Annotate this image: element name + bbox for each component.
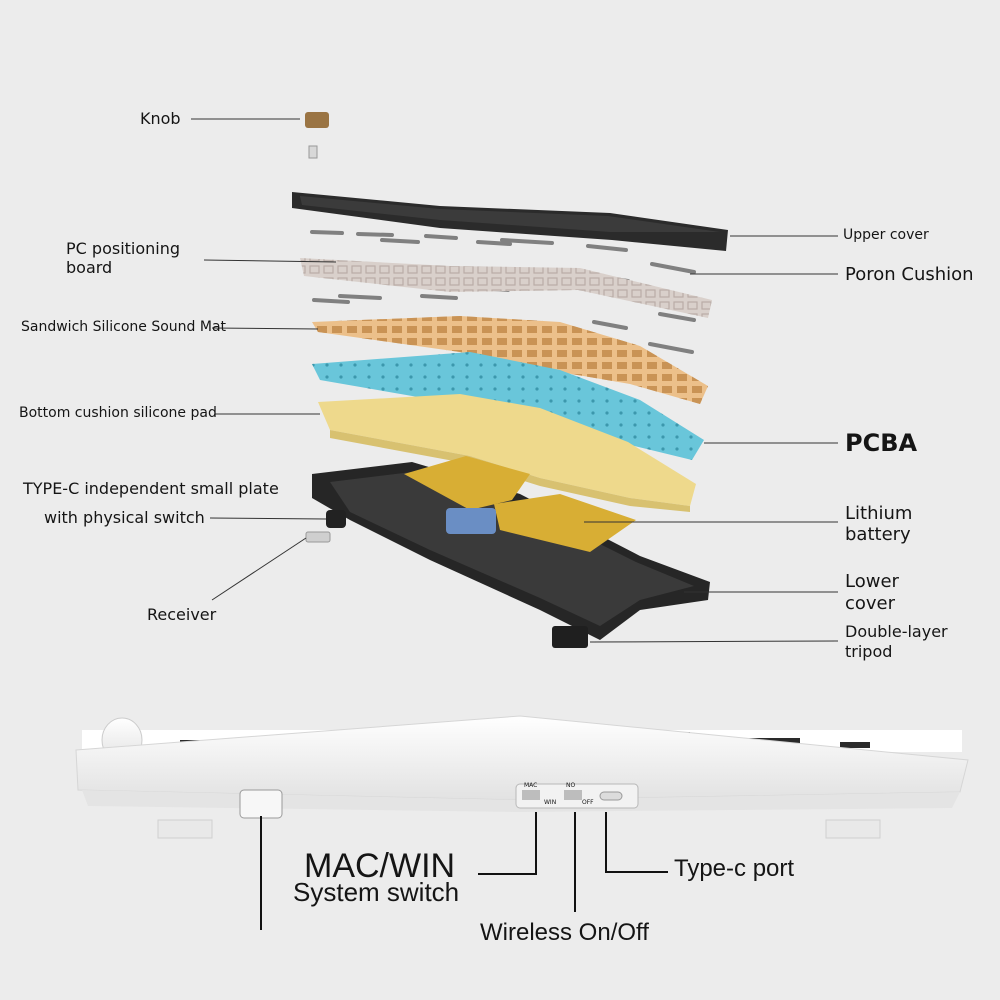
label-system-switch: System switch xyxy=(293,877,460,907)
typec-small-plate xyxy=(446,508,496,534)
receiver-part xyxy=(305,531,331,543)
leader-lines-right xyxy=(584,235,839,643)
label-tripod-2: tripod xyxy=(845,642,893,661)
label-tripod-1: Double-layer xyxy=(845,622,948,641)
side-switch-panel xyxy=(515,783,639,809)
receiver-slot xyxy=(239,789,283,819)
label-macwin: MAC/WIN xyxy=(304,847,456,885)
label-typec-plate-2: with physical switch xyxy=(44,508,205,527)
lower-cover-part xyxy=(312,462,710,648)
switch1-bottom-label: WIN xyxy=(544,799,557,806)
leader-lines-left xyxy=(191,118,337,601)
label-bottom-pad: Bottom cushion silicone pad xyxy=(19,405,217,421)
label-lower-cover-2: cover xyxy=(845,593,896,614)
label-receiver: Receiver xyxy=(147,605,217,624)
battery-cell-2 xyxy=(494,494,636,552)
label-battery-1: Lithium xyxy=(845,503,913,524)
upper-cover-part xyxy=(292,192,728,251)
keyboard-side-view xyxy=(75,715,969,839)
label-poron: Poron Cushion xyxy=(845,264,974,285)
label-typec-plate-1: TYPE-C independent small plate xyxy=(23,479,279,498)
label-lower-cover-1: Lower xyxy=(845,571,899,592)
switch1-top-label: MAC xyxy=(524,782,538,789)
label-typec-port: Type-c port xyxy=(674,855,795,882)
switch2-bottom-label: OFF xyxy=(582,799,594,806)
side-leader-lines xyxy=(260,812,668,930)
label-wireless: Wireless On/Off xyxy=(480,919,649,946)
tripod-foot xyxy=(552,626,588,648)
label-upper-cover: Upper cover xyxy=(843,227,929,243)
switch2-top-label: NO xyxy=(566,782,576,789)
battery-cell-1 xyxy=(404,456,530,510)
label-knob: Knob xyxy=(140,109,181,128)
label-sound-mat: Sandwich Silicone Sound Mat xyxy=(21,319,227,335)
knob-stem xyxy=(308,145,318,159)
label-pc-positioning-1: PC positioning xyxy=(66,239,181,258)
label-battery-2: battery xyxy=(845,524,911,545)
pc-positioning-board-part xyxy=(300,258,712,318)
label-pcba: PCBA xyxy=(845,429,918,457)
side-switch xyxy=(326,510,346,528)
label-pc-positioning-2: board xyxy=(66,258,113,277)
knob-part xyxy=(305,112,329,128)
